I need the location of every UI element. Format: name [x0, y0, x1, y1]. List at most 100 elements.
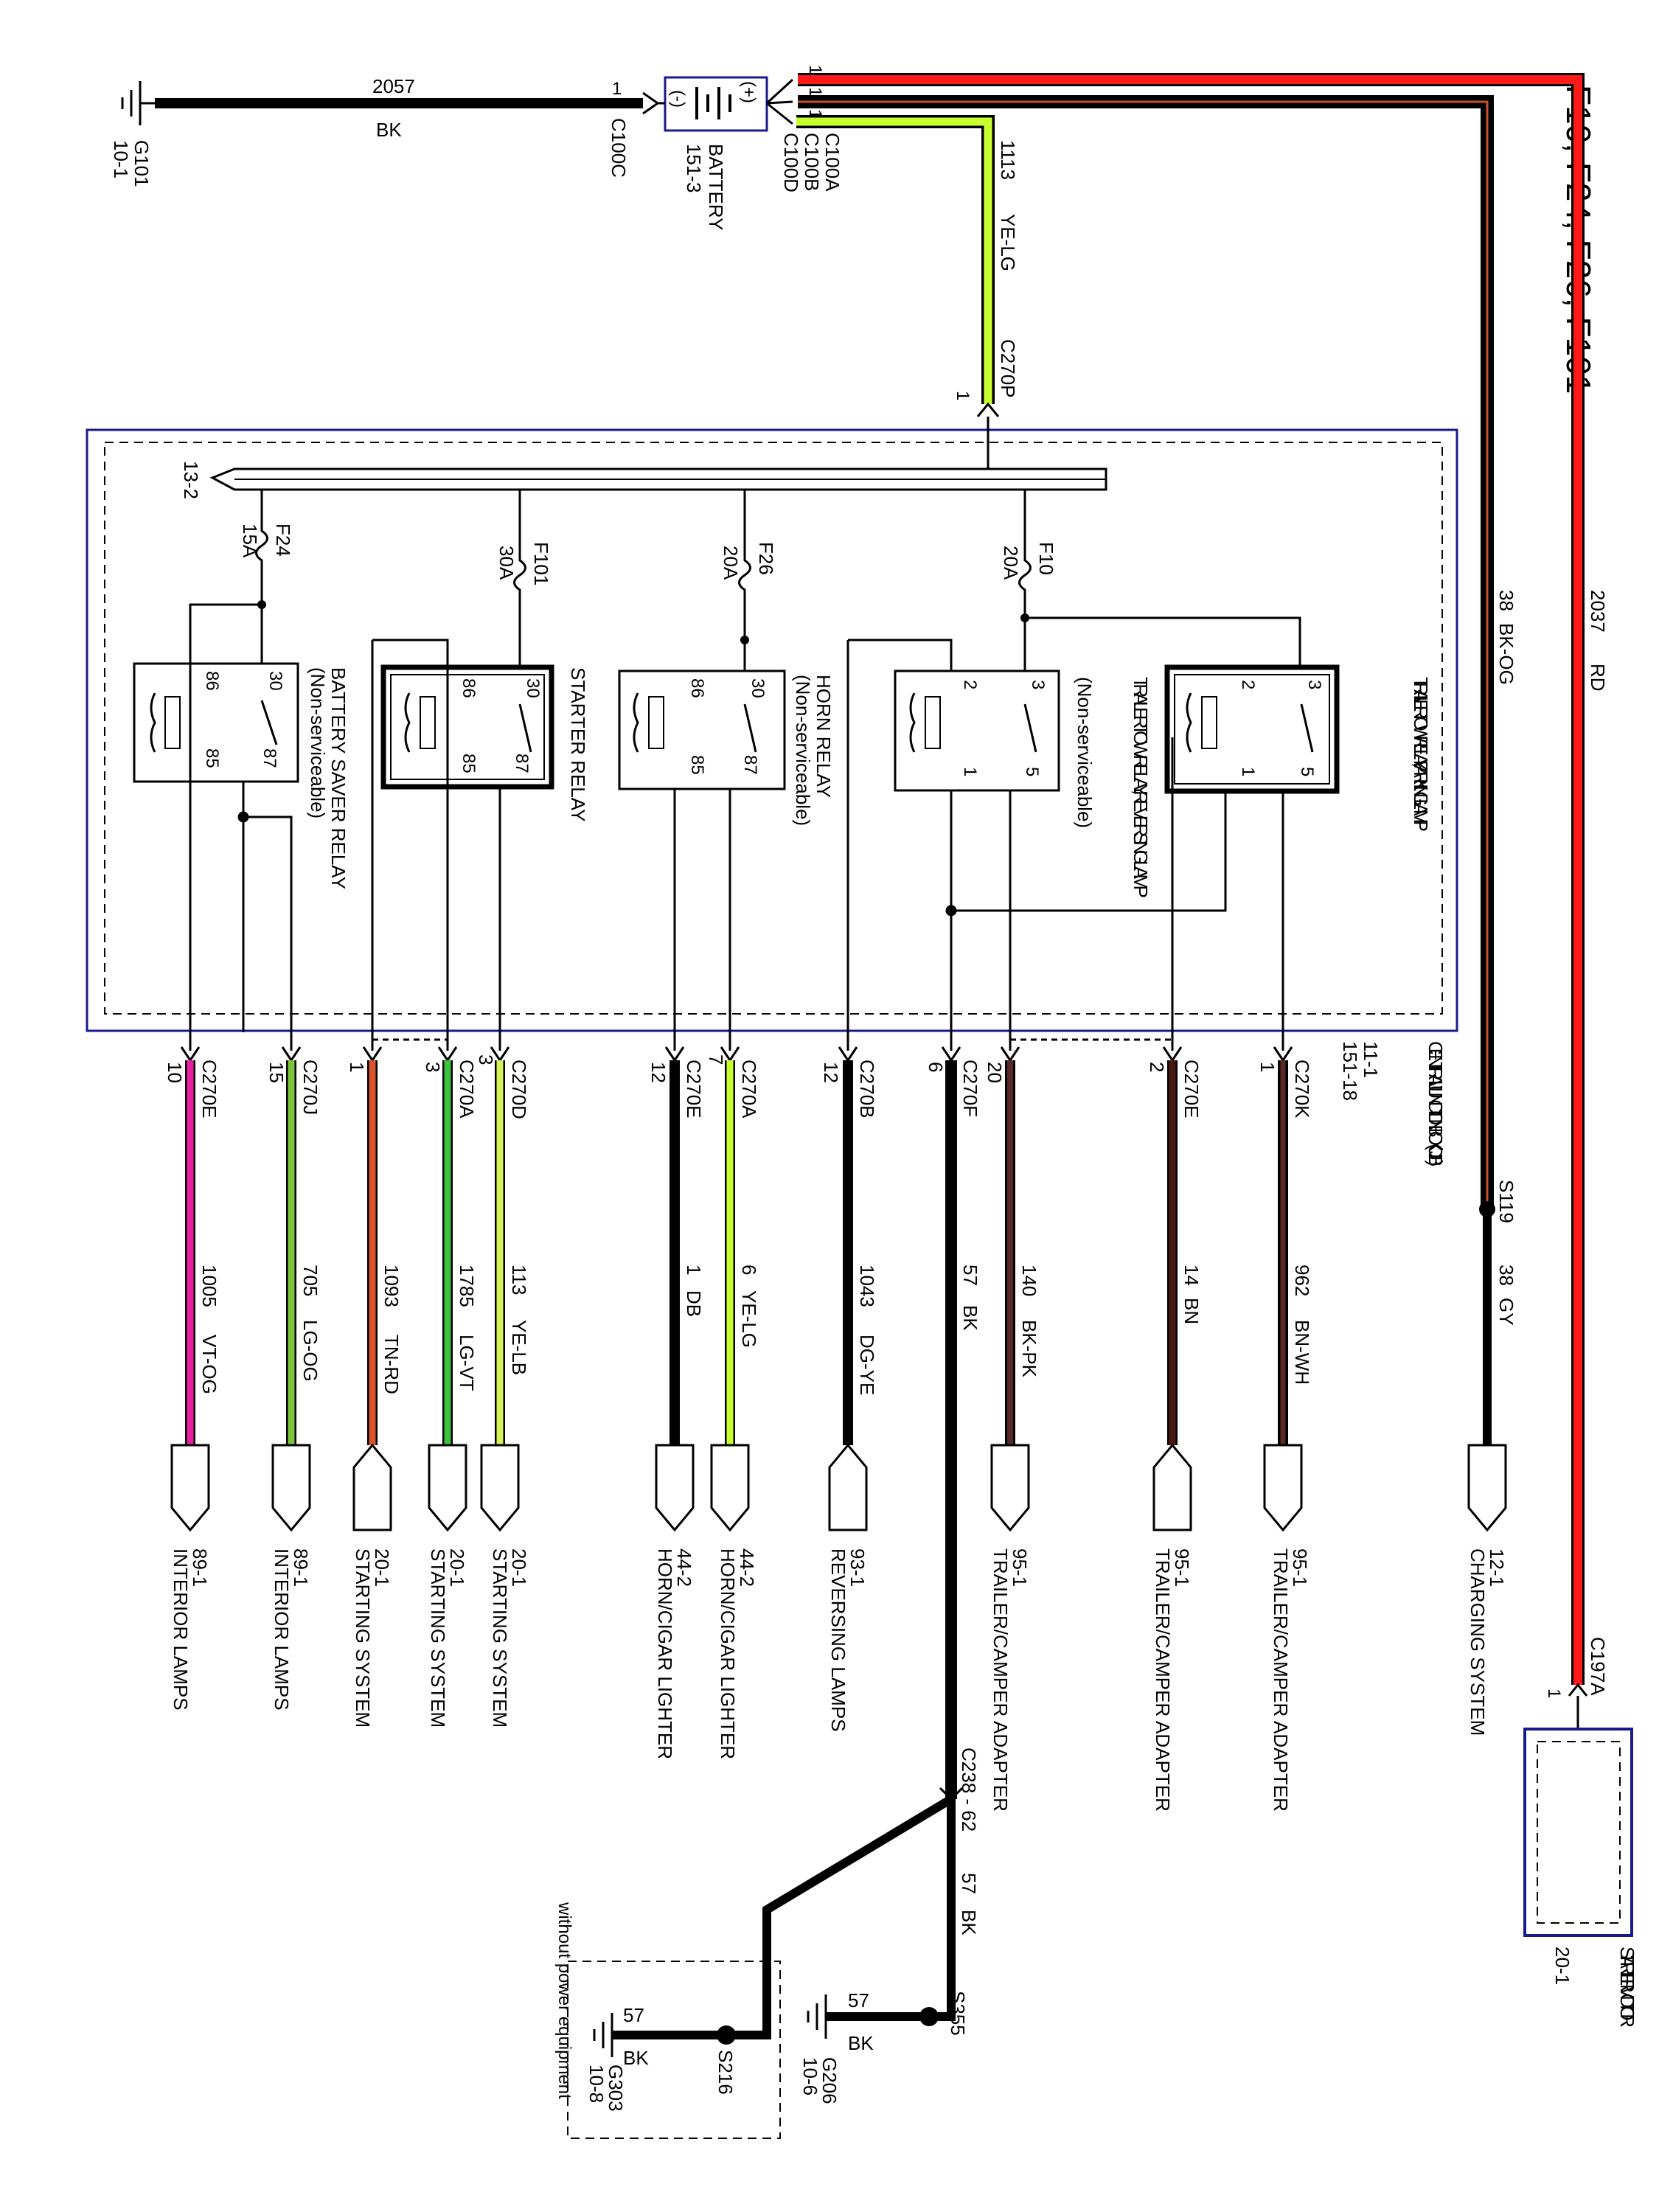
out-circuit-7: 1043 — [856, 1265, 878, 1307]
out-color-11: BN-WH — [1291, 1320, 1313, 1385]
out-circuit-2: 1093 — [380, 1265, 403, 1307]
output-connector-labels: C270E 10 C270J 15 1 C270A 3 C270D 3 C270… — [164, 1054, 1313, 1119]
dest-ref-1: 89-1 — [290, 1548, 312, 1587]
tab-2 — [352, 1443, 392, 1531]
dest-7: REVERSING LAMPS — [827, 1548, 849, 1732]
starter-motor — [1523, 1683, 1633, 1937]
pin-pk-1: 1 — [1238, 767, 1258, 776]
dest-12: CHARGING SYSTEM — [1467, 1548, 1489, 1736]
dest-2: STARTING SYSTEM — [352, 1548, 374, 1728]
out-conn-11: C270K — [1291, 1060, 1313, 1119]
pin-bs-30: 30 — [265, 671, 285, 691]
pin-rv-5: 5 — [1022, 767, 1042, 776]
out-circuit-9: 140 — [1018, 1265, 1040, 1296]
cjb-internal-wiring — [189, 603, 1301, 1051]
dest-10: TRAILER/CAMPER ADAPTER — [1152, 1548, 1174, 1812]
relay-pin-labels: 30 86 85 87 30 86 85 87 30 86 85 87 3 2 … — [202, 671, 1324, 776]
wire-2037-color: RD — [1587, 664, 1609, 692]
g206-color: BK — [848, 2032, 874, 2054]
relay-reversing-name: TRAILER TOW RELAY, REVERSING LAMP — [1130, 677, 1152, 898]
central-junction-box — [86, 417, 1458, 1032]
cjb-ref-2: 151-18 — [1339, 1041, 1361, 1101]
out-circuit-3: 1785 — [456, 1265, 478, 1307]
g206-ref: 10-6 — [799, 2057, 821, 2096]
pin-bs-87: 87 — [260, 748, 279, 768]
tab-1 — [271, 1444, 311, 1532]
pin-hr-30: 30 — [748, 678, 768, 698]
pin-hr-86: 86 — [687, 678, 707, 698]
battery-label: BATTERY — [705, 144, 727, 231]
starter-ref: 20-1 — [1551, 1947, 1573, 1985]
g303-circuit: 57 — [623, 2004, 644, 2026]
feed-wire-1113 — [796, 115, 1000, 417]
out-circuit-10: 14 — [1180, 1265, 1203, 1286]
out-color-12: GY — [1495, 1298, 1517, 1326]
tab-5 — [655, 1444, 695, 1532]
pin-bs-85: 85 — [202, 748, 222, 768]
out-color-10: BN — [1180, 1298, 1203, 1324]
out-circuit-5: 1 — [683, 1265, 705, 1275]
ground-note: without power equipment — [554, 1902, 574, 2099]
battery-connector-a: C100A — [821, 133, 844, 192]
out-pin-7: 12 — [820, 1062, 842, 1083]
wire-38-color: BK-OG — [1495, 623, 1517, 685]
out-pin-11: 1 — [1256, 1062, 1279, 1072]
battery-pin-a: 1 — [805, 65, 825, 74]
tab-4 — [480, 1444, 520, 1532]
cjb-ref-1: 11-1 — [1360, 1041, 1382, 1078]
relay-starter — [380, 664, 554, 790]
out-circuit-8: 57 — [959, 1265, 981, 1286]
wire-38-bk-og — [798, 100, 1489, 1209]
wire-2057-circuit: 2057 — [372, 75, 415, 97]
out-color-1: LG-OG — [299, 1320, 321, 1382]
pin-st-86: 86 — [459, 678, 479, 698]
fuse-f24-name: F24 — [272, 524, 294, 557]
dest-1: INTERIOR LAMPS — [271, 1548, 293, 1711]
out-conn-8: C270F — [959, 1060, 981, 1117]
splice-s119-label: S119 — [1495, 1180, 1517, 1223]
tab-6 — [710, 1444, 750, 1532]
pin-st-87: 87 — [512, 754, 532, 773]
cjb-bus-ref: 13-2 — [180, 461, 202, 499]
starter-label: STARTER MOTOR — [1616, 1947, 1638, 2028]
dest-3: STARTING SYSTEM — [427, 1548, 449, 1728]
out-conn-4: C270D — [508, 1060, 530, 1119]
relay-battery-saver-name: BATTERY SAVER RELAY — [327, 667, 349, 889]
out-color-9: BK-PK — [1018, 1320, 1040, 1378]
ground-connector-name: C100C — [608, 118, 630, 178]
splice-s119 — [1479, 1201, 1495, 1217]
wire-38-circuit: 38 — [1495, 590, 1517, 611]
relay-reversing-note: (Non-serviceable) — [1074, 677, 1096, 828]
out-color-8: BK — [959, 1305, 981, 1331]
dest-ref-12: 12-1 — [1486, 1548, 1508, 1587]
ground-g101 — [121, 81, 665, 125]
wire-2057-color: BK — [376, 119, 402, 141]
g303-name: G303 — [605, 2065, 627, 2112]
battery-positive-wires — [798, 73, 1585, 1685]
tab-10 — [1152, 1443, 1192, 1531]
out-color-2: TN-RD — [380, 1335, 403, 1394]
out-pin-10: 2 — [1146, 1062, 1168, 1072]
pin-st-85: 85 — [459, 754, 479, 773]
out-conn-7: C270B — [856, 1060, 878, 1119]
ground-connector-c238: C238 - 62 — [958, 1747, 980, 1832]
g206-name: G206 — [818, 2057, 841, 2104]
relay-trailer-tow-reversing — [894, 669, 1060, 792]
cjb-label: CENTRAL JUNCTION BOX (CJB) — [1425, 1041, 1447, 1166]
starter-pin: 1 — [1544, 1688, 1564, 1698]
dest-4: STARTING SYSTEM — [489, 1548, 511, 1728]
pin-st-30: 30 — [523, 678, 543, 698]
feed-color: YE-LG — [997, 214, 1019, 271]
relay-parking-name: TRAILER TOW RELAY, PARKING LAMP — [1410, 677, 1432, 832]
fuse-f10-rating: 20A — [1000, 546, 1022, 580]
battery-ref: 151-3 — [683, 144, 705, 193]
out-conn-0: C270E — [198, 1060, 220, 1119]
dest-ref-0: 89-1 — [189, 1548, 211, 1587]
dest-0: INTERIOR LAMPS — [170, 1548, 192, 1711]
out-circuit-12: 38 — [1495, 1265, 1517, 1286]
out-pin-2: 1 — [346, 1062, 368, 1072]
fuse-f101 — [513, 546, 526, 605]
tab-3 — [428, 1444, 467, 1532]
out-circuit-4: 113 — [508, 1265, 530, 1295]
out-pin-1: 15 — [265, 1062, 288, 1083]
